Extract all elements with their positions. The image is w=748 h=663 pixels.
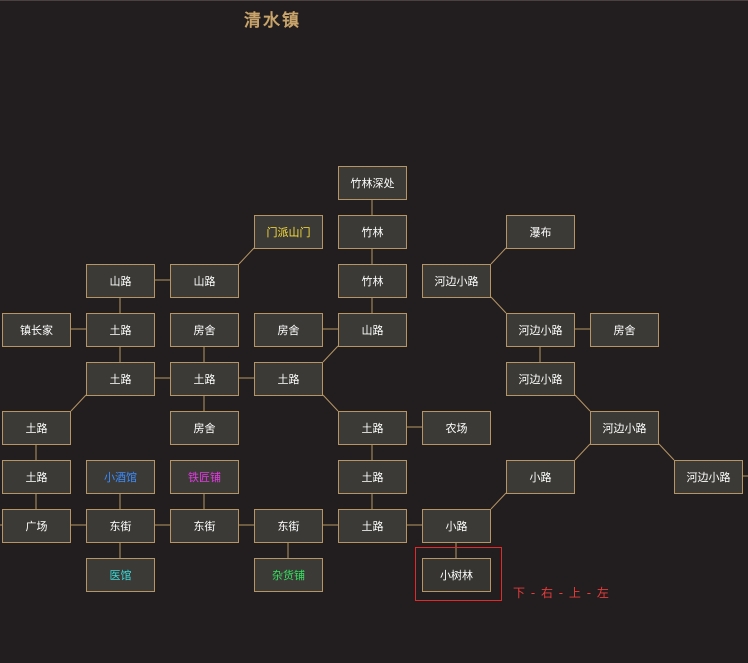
room-blacksmith[interactable]: 铁匠铺 bbox=[170, 460, 239, 494]
room-label: 竹林深处 bbox=[350, 177, 395, 190]
room-label: 河边小路 bbox=[602, 422, 647, 435]
room-mayor-house[interactable]: 镇长家 bbox=[2, 313, 71, 347]
room-label: 东街 bbox=[193, 520, 216, 533]
room-farm[interactable]: 农场 bbox=[422, 411, 491, 445]
room-path-1[interactable]: 小路 bbox=[506, 460, 575, 494]
room-label: 河边小路 bbox=[518, 324, 563, 337]
room-label: 土路 bbox=[109, 324, 132, 337]
room-dirt-road-9[interactable]: 土路 bbox=[338, 509, 407, 543]
room-label: 山路 bbox=[361, 324, 384, 337]
room-path-2[interactable]: 小路 bbox=[422, 509, 491, 543]
room-label: 小路 bbox=[529, 471, 552, 484]
room-label: 河边小路 bbox=[518, 373, 563, 386]
room-label: 山路 bbox=[193, 275, 216, 288]
room-label: 山路 bbox=[109, 275, 132, 288]
room-river-path-4[interactable]: 河边小路 bbox=[590, 411, 659, 445]
room-sect-gate[interactable]: 门派山门 bbox=[254, 215, 323, 249]
room-label: 镇长家 bbox=[20, 324, 53, 337]
room-clinic[interactable]: 医馆 bbox=[86, 558, 155, 592]
current-location-marker bbox=[415, 547, 502, 601]
room-label: 医馆 bbox=[109, 569, 132, 582]
room-label: 小路 bbox=[445, 520, 468, 533]
room-dirt-road-2[interactable]: 土路 bbox=[86, 362, 155, 396]
room-label: 门派山门 bbox=[266, 226, 311, 239]
room-dirt-road-7[interactable]: 土路 bbox=[2, 460, 71, 494]
room-label: 河边小路 bbox=[434, 275, 479, 288]
room-label: 广场 bbox=[25, 520, 48, 533]
room-label: 房舍 bbox=[613, 324, 636, 337]
room-label: 土路 bbox=[361, 422, 384, 435]
direction-hint: 下 - 右 - 上 - 左 bbox=[513, 586, 610, 600]
room-label: 小树林 bbox=[440, 569, 473, 582]
room-label: 河边小路 bbox=[686, 471, 731, 484]
room-tavern[interactable]: 小酒馆 bbox=[86, 460, 155, 494]
room-dirt-road-3[interactable]: 土路 bbox=[170, 362, 239, 396]
room-house-4[interactable]: 房舍 bbox=[170, 411, 239, 445]
room-dirt-road-8[interactable]: 土路 bbox=[338, 460, 407, 494]
room-dirt-road-4[interactable]: 土路 bbox=[254, 362, 323, 396]
room-label: 房舍 bbox=[193, 324, 216, 337]
room-label: 杂货铺 bbox=[272, 569, 305, 582]
room-label: 东街 bbox=[277, 520, 300, 533]
room-mountain-road-3[interactable]: 山路 bbox=[338, 313, 407, 347]
room-general-store[interactable]: 杂货铺 bbox=[254, 558, 323, 592]
room-house-2[interactable]: 房舍 bbox=[254, 313, 323, 347]
room-label: 铁匠铺 bbox=[188, 471, 221, 484]
room-label: 瀑布 bbox=[529, 226, 552, 239]
room-label: 竹林 bbox=[361, 275, 384, 288]
room-label: 小酒馆 bbox=[104, 471, 137, 484]
room-label: 土路 bbox=[361, 471, 384, 484]
top-border bbox=[0, 0, 748, 1]
room-mountain-road-2[interactable]: 山路 bbox=[170, 264, 239, 298]
room-house-3[interactable]: 房舍 bbox=[590, 313, 659, 347]
room-river-path-2[interactable]: 河边小路 bbox=[506, 313, 575, 347]
room-dirt-road-1[interactable]: 土路 bbox=[86, 313, 155, 347]
room-label: 土路 bbox=[109, 373, 132, 386]
room-label: 房舍 bbox=[193, 422, 216, 435]
room-bamboo-2[interactable]: 竹林 bbox=[338, 264, 407, 298]
room-river-path-5[interactable]: 河边小路 bbox=[674, 460, 743, 494]
room-label: 房舍 bbox=[277, 324, 300, 337]
room-label: 土路 bbox=[193, 373, 216, 386]
room-east-street-3[interactable]: 东街 bbox=[254, 509, 323, 543]
room-dirt-road-6[interactable]: 土路 bbox=[338, 411, 407, 445]
room-label: 竹林 bbox=[361, 226, 384, 239]
room-square[interactable]: 广场 bbox=[2, 509, 71, 543]
room-label: 土路 bbox=[361, 520, 384, 533]
room-house-1[interactable]: 房舍 bbox=[170, 313, 239, 347]
room-east-street-1[interactable]: 东街 bbox=[86, 509, 155, 543]
room-label: 土路 bbox=[277, 373, 300, 386]
room-bamboo-deep[interactable]: 竹林深处 bbox=[338, 166, 407, 200]
room-mountain-road-1[interactable]: 山路 bbox=[86, 264, 155, 298]
room-dirt-road-5[interactable]: 土路 bbox=[2, 411, 71, 445]
room-river-path-3[interactable]: 河边小路 bbox=[506, 362, 575, 396]
room-label: 土路 bbox=[25, 471, 48, 484]
room-label: 土路 bbox=[25, 422, 48, 435]
map-title: 清水镇 bbox=[244, 11, 301, 31]
room-east-street-2[interactable]: 东街 bbox=[170, 509, 239, 543]
room-label: 农场 bbox=[445, 422, 468, 435]
room-waterfall[interactable]: 瀑布 bbox=[506, 215, 575, 249]
room-small-grove-current[interactable]: 小树林 bbox=[422, 558, 491, 592]
room-river-path-1[interactable]: 河边小路 bbox=[422, 264, 491, 298]
room-bamboo-1[interactable]: 竹林 bbox=[338, 215, 407, 249]
room-label: 东街 bbox=[109, 520, 132, 533]
